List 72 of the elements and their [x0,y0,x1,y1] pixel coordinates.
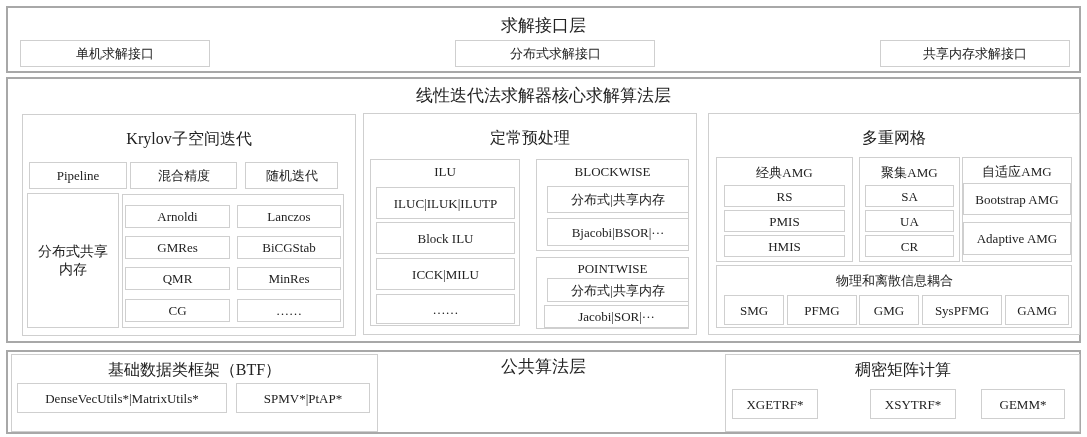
module-box: Jacobi|SOR|··· [544,305,689,328]
module-box: …… [376,294,515,324]
module-box: Pipeline [29,162,127,189]
layer-title: 线性迭代法求解器核心求解算法层 [416,85,671,107]
module-box: Adaptive AMG [963,222,1071,255]
module-box: DenseVecUtils*|MatrixUtils* [17,383,227,413]
module-box: 混合精度 [130,162,237,189]
module-box: 分布式|共享内存 [547,278,689,302]
group-panel [363,113,697,335]
module-box: RS [724,185,845,207]
module-box: GMG [859,295,919,325]
group-title: 定常预处理 [490,128,570,148]
module-box: PFMG [787,295,857,325]
group-title: 基础数据类框架（BTF） [107,360,282,380]
module-box: 分布式|共享内存 [547,186,689,213]
group-panel [716,265,1072,328]
inner-panel [122,194,344,328]
module-box: Arnoldi [125,205,230,228]
module-box: …… [237,299,341,322]
group-title: ILU [434,164,456,180]
group-panel [536,257,689,329]
module-box: HMIS [724,235,845,257]
layer-title: 公共算法层 [501,356,586,378]
module-box: CG [125,299,230,322]
layer-panel [6,6,1081,73]
module-box: QMR [125,267,230,290]
module-box: Lanczos [237,205,341,228]
module-box: 随机迭代 [245,162,338,189]
module-box: SysPFMG [922,295,1002,325]
module-box: GAMG [1005,295,1069,325]
module-box: 分布式求解接口 [455,40,655,67]
group-title: POINTWISE [577,261,648,277]
module-box: BiCGStab [237,236,341,259]
group-panel [708,113,1080,335]
group-panel [370,159,520,326]
module-box: 分布式共享内存 [27,193,119,328]
module-box: Block ILU [376,222,515,254]
group-title: BLOCKWISE [574,164,651,180]
module-box: PMIS [724,210,845,232]
group-title: 经典AMG [756,164,813,182]
module-box: SMG [724,295,784,325]
group-title: 物理和离散信息耦合 [835,272,953,290]
module-box: CR [865,235,954,257]
module-box: UA [865,210,954,232]
module-box: MinRes [237,267,341,290]
module-box: Bjacobi|BSOR|··· [547,218,689,246]
group-panel [725,354,1080,432]
group-panel [11,354,378,432]
group-title: 多重网格 [862,128,926,148]
group-title: 聚集AMG [881,164,938,182]
layer-panel [6,77,1081,343]
module-box: GMRes [125,236,230,259]
module-box: ICCK|MILU [376,258,515,290]
module-box: XSYTRF* [870,389,956,419]
module-box: Bootstrap AMG [963,183,1071,215]
module-box: XGETRF* [732,389,818,419]
module-box: GEMM* [981,389,1065,419]
group-title: 稠密矩阵计算 [854,360,951,380]
group-title: Krylov子空间迭代 [126,129,252,150]
group-panel [536,159,689,251]
group-panel [859,157,960,262]
module-box: SPMV*|PtAP* [236,383,370,413]
module-box: SA [865,185,954,207]
module-box: 单机求解接口 [20,40,210,67]
group-panel [22,114,356,336]
group-panel [962,157,1072,262]
layer-title: 求解接口层 [501,15,586,37]
layer-panel [6,350,1081,434]
group-title: 自适应AMG [982,163,1052,181]
module-box: 共享内存求解接口 [880,40,1070,67]
module-box: ILUC|ILUK|ILUTP [376,187,515,219]
group-panel [716,157,853,262]
